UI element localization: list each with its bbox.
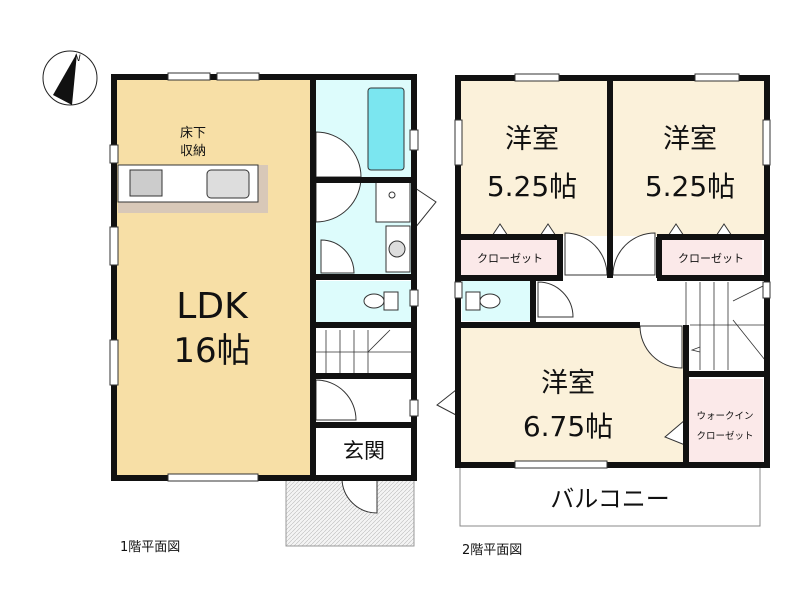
floor1-caption: 1階平面図 bbox=[120, 540, 180, 555]
bedroom-3-size: 6.75帖 bbox=[523, 410, 613, 443]
underfloor-storage-label-2: 収納 bbox=[180, 144, 206, 159]
bedroom-2-size: 5.25帖 bbox=[645, 170, 735, 203]
walk-in-closet bbox=[689, 379, 763, 462]
north-compass-icon: N bbox=[42, 50, 98, 106]
floor2-plan: 洋室 5.25帖 洋室 5.25帖 クローゼット クローゼット 洋室 6.75帖… bbox=[436, 73, 771, 558]
underfloor-storage-label: 床下 bbox=[180, 126, 206, 141]
entrance-label: 玄関 bbox=[343, 439, 385, 463]
compass-label: N bbox=[74, 54, 81, 64]
ldk-room bbox=[114, 77, 312, 478]
bedroom-1-name: 洋室 bbox=[505, 124, 559, 155]
bedroom-1 bbox=[459, 79, 609, 236]
closet-1-label: クローゼット bbox=[477, 252, 543, 265]
floor1-plan: 床下 収納 LDK 16帖 玄関 1階平面図 bbox=[109, 72, 437, 555]
stairs-1f bbox=[316, 329, 412, 374]
bedroom-2 bbox=[612, 79, 765, 236]
toilet-icon bbox=[363, 293, 385, 309]
balcony bbox=[459, 465, 761, 527]
floor2-caption: 2階平面図 bbox=[462, 543, 522, 558]
stove-icon bbox=[129, 169, 163, 197]
closet-2 bbox=[662, 240, 762, 276]
closet-1 bbox=[461, 240, 559, 276]
ldk-name: LDK bbox=[176, 286, 249, 327]
bedroom-3-name: 洋室 bbox=[541, 368, 595, 399]
sink-icon bbox=[206, 169, 250, 199]
toilet-icon bbox=[479, 293, 501, 309]
balcony-label: バルコニー bbox=[550, 485, 670, 513]
bedroom-2-name: 洋室 bbox=[663, 124, 717, 155]
stairs-2f bbox=[685, 282, 766, 370]
closet-2-label: クローゼット bbox=[678, 252, 744, 265]
ldk-size: 16帖 bbox=[173, 331, 250, 371]
wic-label-2: クローゼット bbox=[696, 430, 753, 442]
bedroom-1-size: 5.25帖 bbox=[487, 170, 577, 203]
wic-label-1: ウォークイン bbox=[696, 411, 753, 422]
bathtub bbox=[367, 87, 405, 171]
